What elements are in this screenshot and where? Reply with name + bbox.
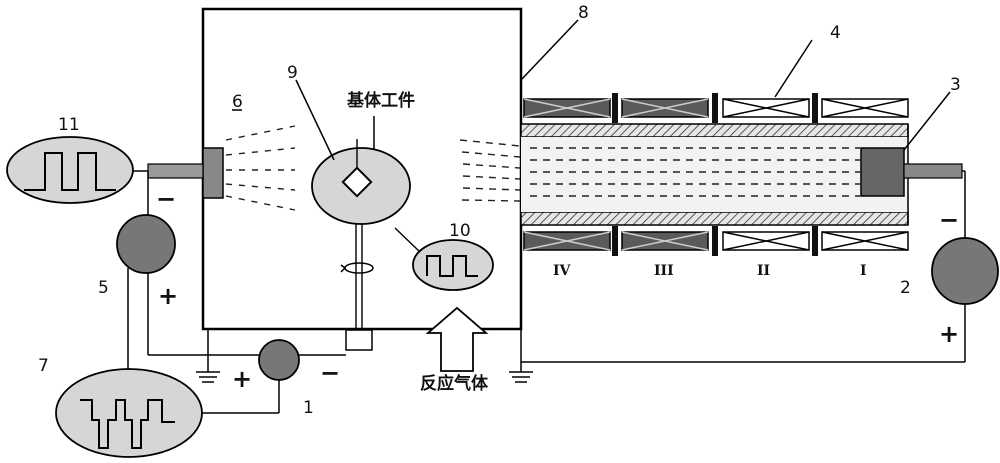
- ground-symbol-left: [196, 371, 220, 383]
- wiring: [127, 19, 966, 414]
- feedthrough: [345, 329, 373, 351]
- sign-ps5-plus: +: [158, 282, 178, 310]
- sign-ps1-plus: +: [232, 365, 252, 393]
- cathode-target: [860, 147, 905, 197]
- plasma-stream: [459, 139, 860, 202]
- left-target: [202, 147, 224, 199]
- sign-ps5-minus: −: [156, 185, 176, 213]
- label-5: 5: [98, 278, 109, 298]
- label-substrate: 基体工件: [346, 90, 415, 111]
- coil-label-III: III: [654, 263, 674, 279]
- substrate-workpiece: [341, 166, 373, 198]
- label-3: 3: [950, 75, 961, 95]
- label-8: 8: [578, 3, 589, 23]
- target-holder-right: [903, 163, 963, 179]
- target-holder-left: [147, 163, 204, 179]
- label-4: 4: [830, 23, 841, 43]
- label-11: 11: [58, 115, 80, 135]
- gas-inlet-arrow: [425, 306, 489, 372]
- coil-label-I: I: [860, 263, 867, 279]
- sign-ps1-minus: −: [320, 359, 340, 387]
- label-1: 1: [303, 398, 314, 418]
- label-2: 2: [900, 278, 911, 298]
- coil-label-II: II: [757, 263, 770, 279]
- dc-supply-2: [931, 237, 999, 305]
- label-9: 9: [287, 63, 298, 83]
- coil-label-IV: IV: [553, 263, 572, 279]
- composite-pulse-supply-7: [55, 368, 203, 458]
- sign-ps2-plus: +: [939, 320, 959, 348]
- arc-source-tube: [520, 123, 909, 226]
- left-sputter-stream: [225, 125, 296, 211]
- label-10: 10: [449, 221, 471, 241]
- label-reaction-gas: 反应气体: [420, 373, 489, 394]
- sign-ps2-minus: −: [939, 206, 959, 234]
- dc-supply-5: [116, 214, 176, 274]
- label-6: 6: [232, 92, 243, 112]
- ground-symbol-right: [509, 371, 533, 383]
- magnetic-coils: [523, 93, 909, 256]
- dc-supply-1: [258, 339, 300, 381]
- pulse-supply-11: [6, 136, 134, 204]
- label-7: 7: [38, 356, 49, 376]
